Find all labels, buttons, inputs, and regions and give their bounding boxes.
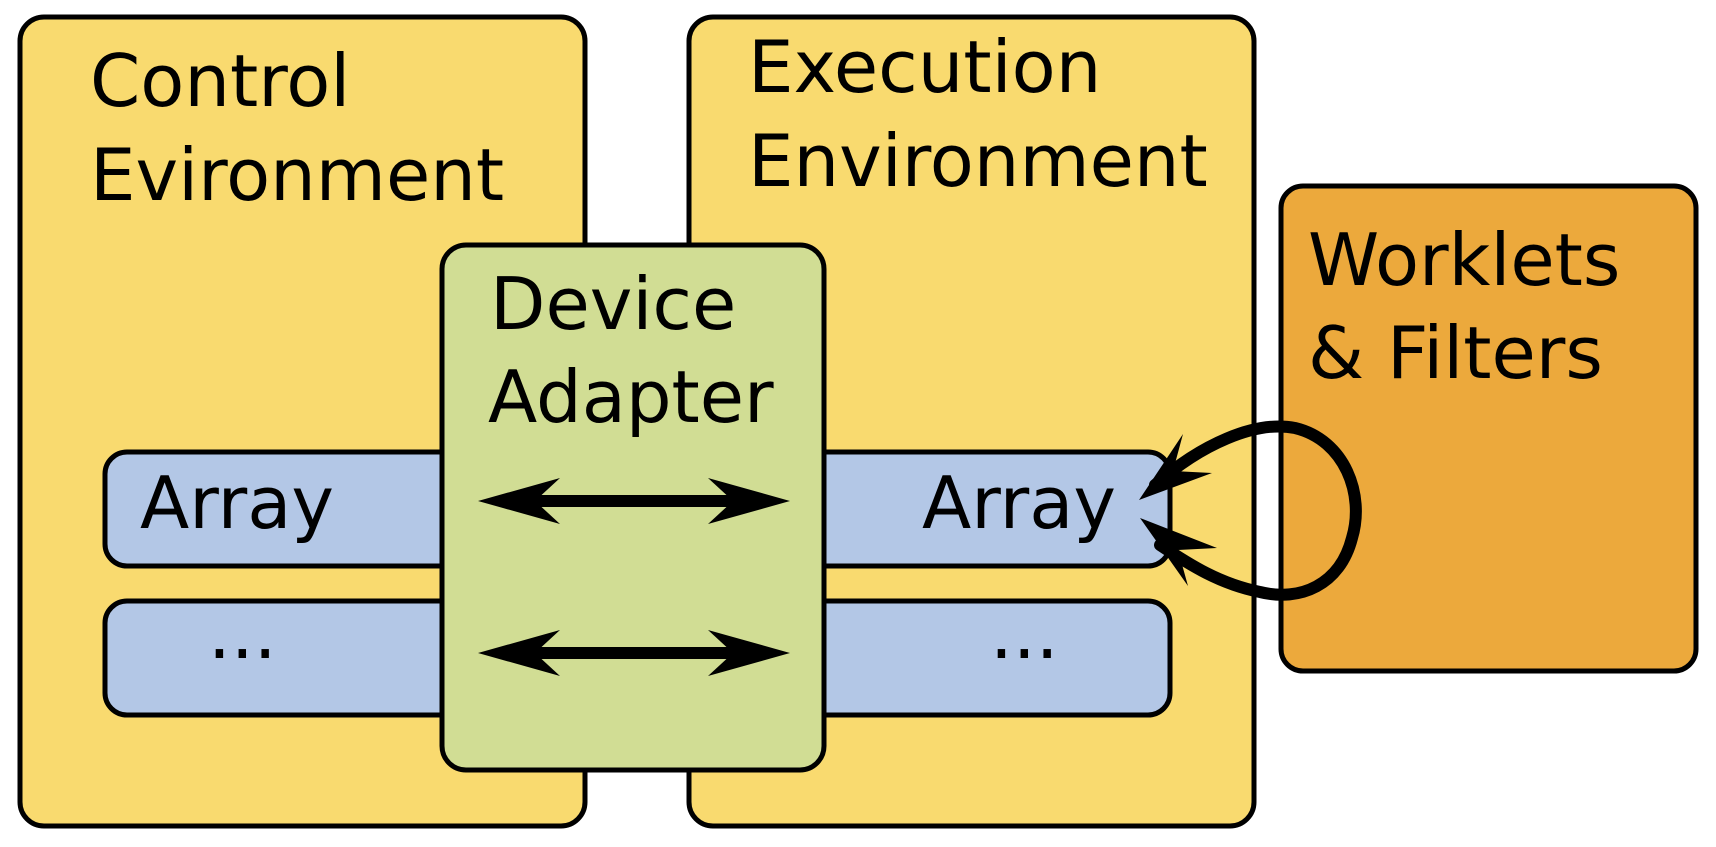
execution-array: Array <box>797 449 1173 569</box>
execution-environment-title-line1: Execution <box>748 25 1101 109</box>
execution-environment-title-line2: Environment <box>748 119 1208 203</box>
execution-more: ... <box>797 591 1173 718</box>
execution-array-label: Array <box>922 461 1116 545</box>
device-adapter: Device Adapter <box>439 242 827 773</box>
control-more-box <box>102 598 468 718</box>
control-array: Array <box>102 449 468 569</box>
control-array-label: Array <box>140 461 334 545</box>
array-transfer-arrow-icon <box>478 478 790 524</box>
control-more-label: ... <box>208 591 277 675</box>
device-adapter-title-line1: Device <box>490 262 736 346</box>
control-more: ... <box>102 591 468 718</box>
worklets-filters-title-line1: Worklets <box>1308 218 1620 302</box>
device-adapter-title-line2: Adapter <box>488 355 774 439</box>
more-transfer-arrow-icon <box>478 630 790 676</box>
control-environment-title-line2: Evironment <box>90 133 504 217</box>
worklets-filters-title-line2: & Filters <box>1308 311 1603 395</box>
worklets-filters: Worklets & Filters <box>1278 183 1699 674</box>
control-environment-title-line1: Control <box>90 39 350 123</box>
worklet-loop-arrow-icon <box>1139 420 1362 601</box>
execution-more-label: ... <box>990 591 1059 675</box>
execution-more-box <box>797 598 1173 718</box>
